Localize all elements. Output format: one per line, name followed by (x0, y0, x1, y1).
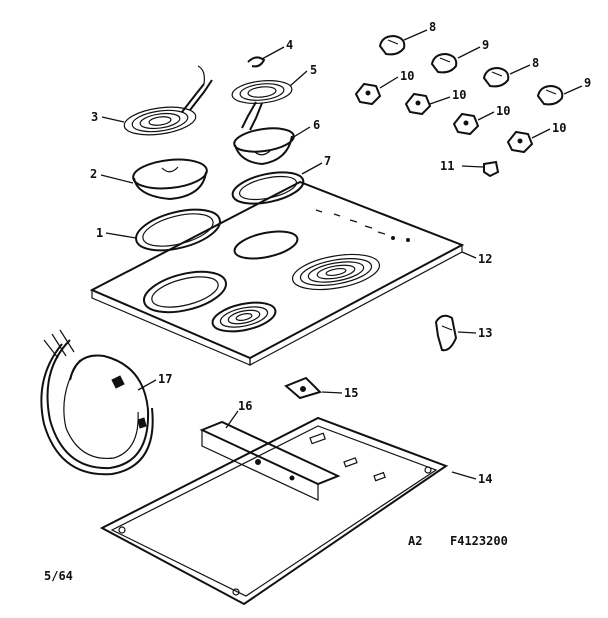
knob-part-8-b (482, 66, 510, 88)
callout-10-b: 10 (452, 88, 466, 102)
cooktop-panel (89, 180, 465, 366)
terminal-block-part-13 (434, 314, 458, 352)
small-burner-coil (211, 301, 277, 333)
drawing-number: F4123200 (450, 534, 508, 548)
leader-lines (100, 29, 583, 480)
callout-11: 11 (440, 159, 454, 173)
bezel-part-10-b (404, 92, 432, 116)
page-number: 5/64 (44, 569, 73, 583)
switch-rail-part-16 (199, 420, 341, 501)
element-clip-part-4 (247, 56, 266, 68)
surface-element-part-5 (231, 80, 293, 131)
control-markings (315, 209, 410, 242)
callout-16: 16 (238, 399, 252, 413)
knob-part-9-b (536, 84, 564, 106)
surface-element-part-3 (123, 65, 213, 136)
callout-6: 6 (313, 118, 320, 132)
bracket-part-15 (284, 376, 322, 400)
callout-14: 14 (478, 472, 492, 486)
drip-bowl-part-2 (132, 158, 208, 201)
drip-bowl-part-6 (233, 127, 295, 166)
callout-3: 3 (91, 110, 98, 124)
callout-10-c: 10 (496, 104, 510, 118)
trim-ring-part-1 (135, 208, 221, 252)
callout-1: 1 (96, 226, 103, 240)
callout-labels: 1 2 3 4 5 6 7 8 9 8 9 10 10 10 10 11 12 … (90, 20, 591, 486)
callout-9-b: 9 (584, 76, 591, 90)
bezel-part-10-a (354, 82, 382, 106)
callout-10-a: 10 (400, 69, 414, 83)
bezel-part-10-c (452, 112, 480, 136)
knob-part-8-a (378, 34, 406, 56)
callout-4: 4 (286, 38, 293, 52)
clip-part-11 (483, 160, 500, 178)
wiring-harness-part-17 (40, 329, 154, 476)
callout-5: 5 (310, 63, 317, 77)
callout-12: 12 (478, 252, 492, 266)
large-burner-coil (291, 253, 381, 291)
knob-part-9-a (430, 52, 458, 74)
callout-7: 7 (324, 154, 331, 168)
callout-10-d: 10 (552, 121, 566, 135)
callout-2: 2 (90, 167, 97, 181)
bottom-pan-part-14 (99, 416, 449, 606)
callout-15: 15 (344, 386, 358, 400)
callout-17: 17 (158, 372, 172, 386)
callout-8-a: 8 (429, 20, 436, 34)
bezel-part-10-d (506, 130, 534, 154)
trim-ring-part-7 (231, 171, 305, 205)
callout-13: 13 (478, 326, 492, 340)
drawing-code: A2 (408, 534, 422, 548)
callout-9-a: 9 (482, 38, 489, 52)
callout-8-b: 8 (532, 56, 539, 70)
